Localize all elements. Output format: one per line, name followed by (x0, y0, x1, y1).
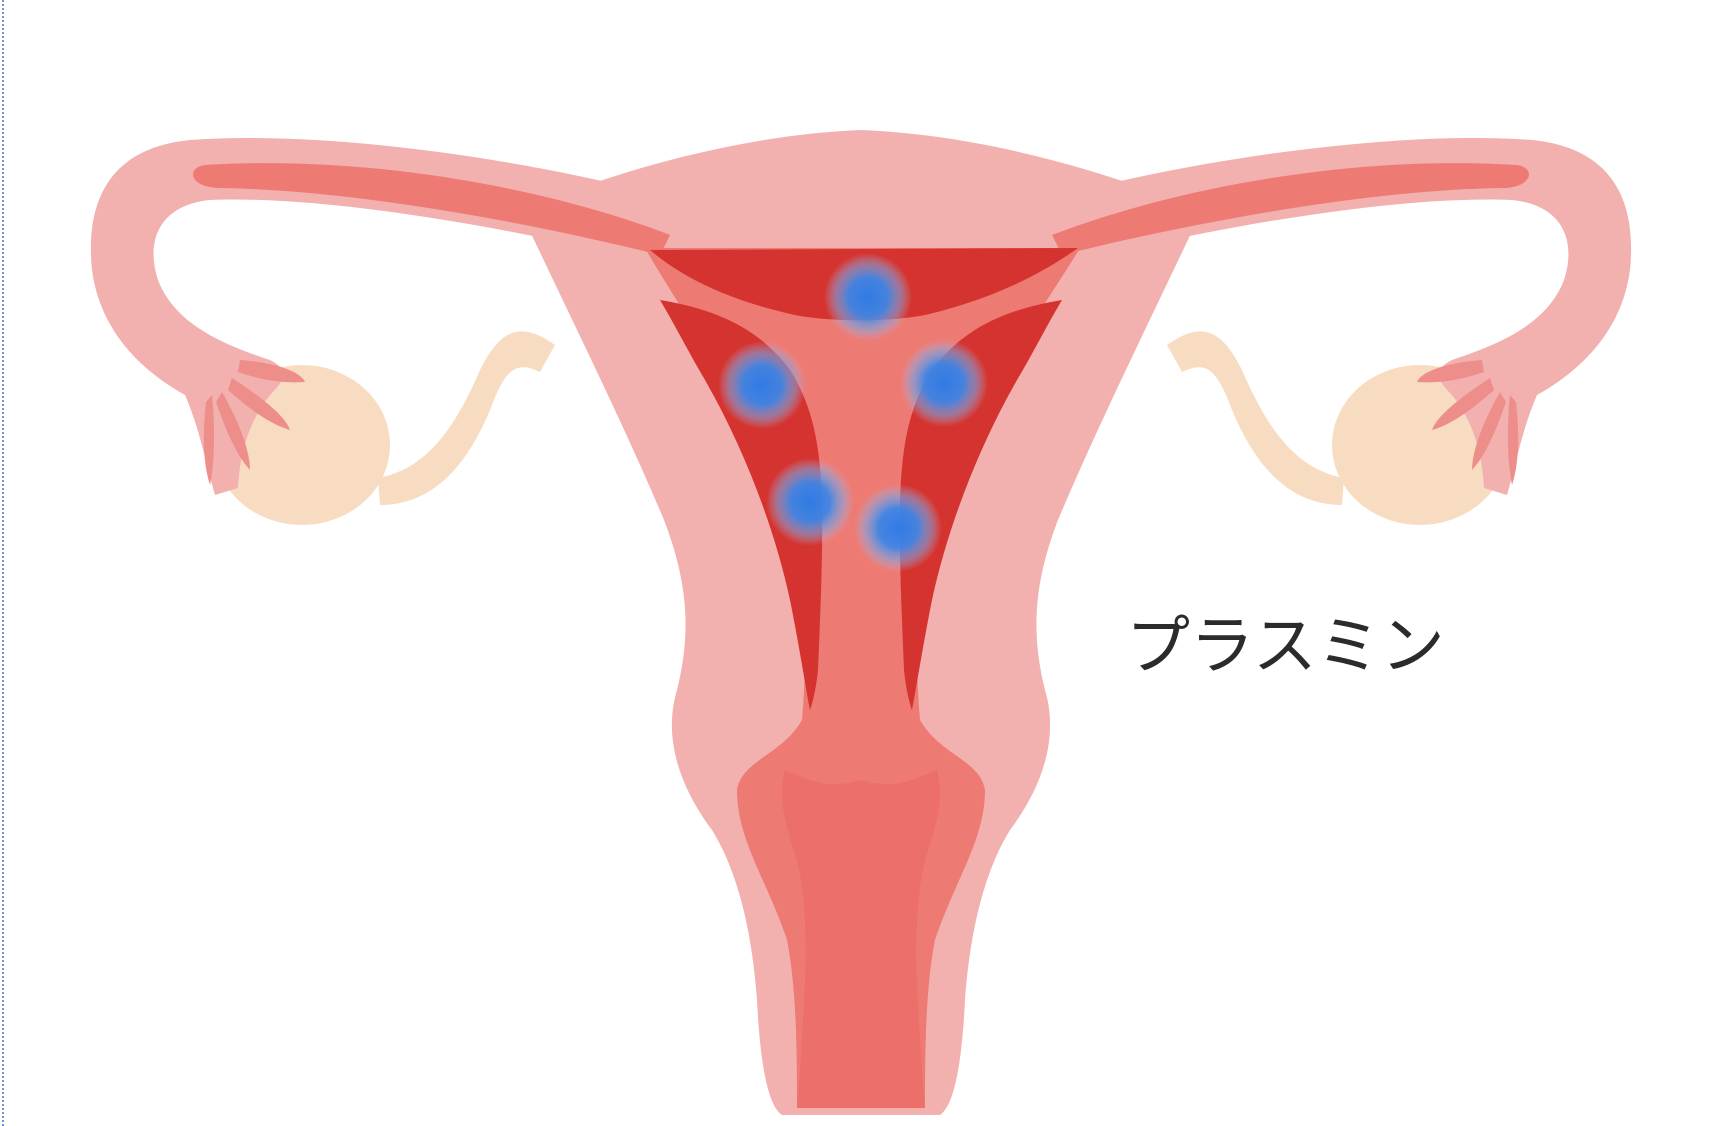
plasmin-dot-icon (854, 484, 942, 572)
plasmin-dot-icon (718, 341, 806, 429)
left-ovarian-ligament (378, 331, 555, 505)
plasmin-dot-icon (900, 339, 988, 427)
plasmin-dot-icon (766, 458, 854, 546)
plasmin-label: プラスミン (1126, 615, 1445, 679)
right-ovarian-ligament (1167, 331, 1344, 505)
cervix-canal (782, 770, 940, 1108)
plasmin-dot-icon (824, 253, 912, 341)
